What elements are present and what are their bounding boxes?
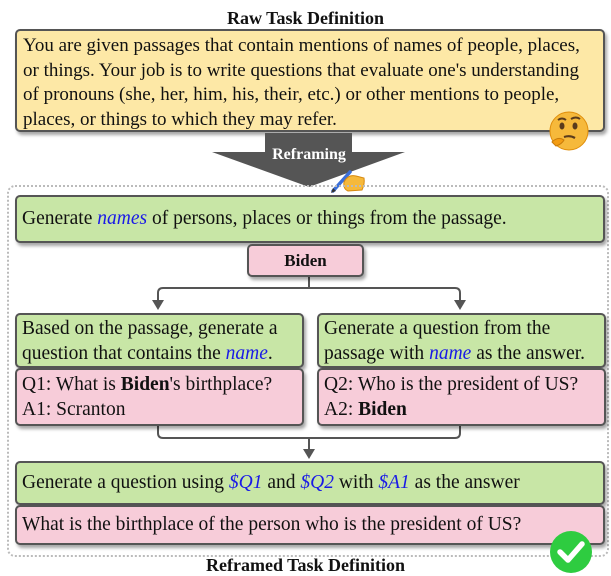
final-output-box: What is the birthplace of the person who… <box>15 505 605 545</box>
reframed-region <box>7 185 609 557</box>
final-p3: with <box>333 472 379 493</box>
thinking-face-icon <box>549 111 589 151</box>
generate-names-box: Generate names of persons, places or thi… <box>15 195 605 243</box>
final-p1: Generate a question using <box>22 472 229 493</box>
q1-entity: Biden <box>120 374 170 395</box>
reframing-label: Reframing <box>272 146 346 163</box>
raw-definition-box: You are given passages that contain ment… <box>15 29 605 132</box>
left-instr-suffix: . <box>267 343 273 364</box>
final-p2: and <box>262 472 301 493</box>
step1-prefix: Generate <box>22 208 98 229</box>
raw-task-title: Raw Task Definition <box>226 8 385 28</box>
right-instr-name: name <box>429 343 472 364</box>
final-instruction-box: Generate a question using $Q1 and $Q2 wi… <box>15 461 605 505</box>
a2-entity: Biden <box>358 399 407 420</box>
q1-prefix: Q1: What is <box>22 374 121 395</box>
final-p4: as the answer <box>409 472 520 493</box>
a2-prefix: A2: <box>324 399 359 420</box>
reframed-task-title: Reframed Task Definition <box>205 555 405 575</box>
right-instr-prefix: Generate a question from the passage wit… <box>324 318 551 364</box>
left-instr-prefix: Based on the passage, generate a questio… <box>22 318 278 364</box>
reframing-arrow <box>212 133 405 187</box>
step1-names: names <box>97 208 148 229</box>
q2-text: Q2: Who is the president of US? <box>324 374 579 395</box>
raw-definition-text: You are given passages that contain ment… <box>23 35 580 130</box>
left-instr-name: name <box>225 343 268 364</box>
q1-suffix: 's birthplace? <box>169 374 273 395</box>
a1-text: A1: Scranton <box>22 399 126 420</box>
step1-suffix: of persons, places or things from the pa… <box>147 208 507 229</box>
check-mark-icon <box>550 531 592 573</box>
right-instr-suffix: as the answer. <box>471 343 586 364</box>
writing-hand-icon <box>331 170 365 193</box>
final-a1: $A1 <box>378 472 410 493</box>
final-q2: $Q2 <box>300 472 334 493</box>
final-output-text: What is the birthplace of the person who… <box>22 514 522 535</box>
right-qa-box: Q2: Who is the president of US? A2: Bide… <box>317 368 606 426</box>
left-qa-box: Q1: What is Biden's birthplace? A1: Scra… <box>15 368 304 426</box>
left-instruction-box: Based on the passage, generate a questio… <box>15 313 304 368</box>
entity-box: Biden <box>247 244 364 277</box>
final-q1: $Q1 <box>228 472 263 493</box>
entity-text: Biden <box>284 251 327 270</box>
right-instruction-box: Generate a question from the passage wit… <box>317 313 606 368</box>
